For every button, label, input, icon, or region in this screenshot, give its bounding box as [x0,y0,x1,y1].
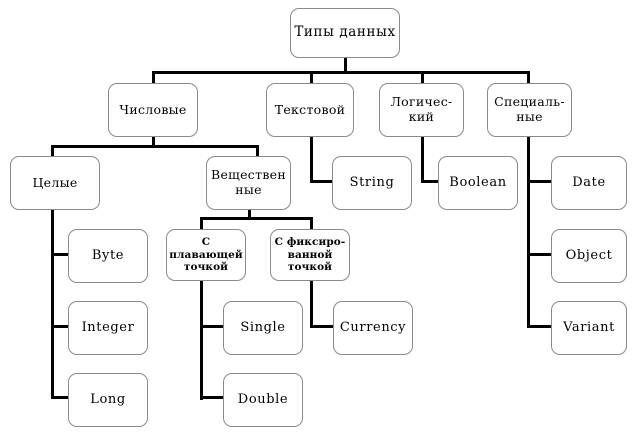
node-label: Byte [91,248,125,264]
connector-text-to-string [310,180,332,183]
node-text[interactable]: Текстовой [266,83,354,137]
node-byte[interactable]: Byte [68,229,148,283]
connector-to-integer-group [51,145,54,157]
node-label: Веществен ные [211,167,286,197]
connector-special-to-variant [527,325,551,328]
node-string[interactable]: String [332,156,412,210]
node-label: Double [237,392,289,408]
connector-real-group-stem [248,209,251,220]
connector-logical-stem [421,136,424,183]
node-label: Object [565,248,613,264]
node-logical[interactable]: Логичес- кий [379,83,464,137]
connector-to-special [527,71,530,84]
connector-text-stem [310,136,313,183]
connector-to-currency [310,325,333,328]
connector-to-text [310,71,313,84]
node-fixed-point[interactable]: С фиксиро- ванной точкой [270,229,350,281]
node-root-data-types[interactable]: Типы данных [290,8,400,58]
connector-root-stem [344,58,347,72]
connector-to-double [200,396,223,399]
node-numeric[interactable]: Числовые [108,83,198,137]
node-single[interactable]: Single [223,301,303,355]
connector-special-trunk [527,136,530,327]
node-label: С фиксиро- ванной точкой [274,236,346,274]
connector-to-real-group [256,145,259,157]
node-boolean[interactable]: Boolean [438,156,518,210]
node-label: String [349,175,395,191]
node-date[interactable]: Date [551,156,627,210]
node-label: Variant [563,320,615,336]
connector-to-single [200,325,223,328]
node-label: Логичес- кий [390,94,453,124]
node-object[interactable]: Object [551,229,627,283]
node-label: С плавающей точкой [169,236,243,274]
connector-logical-to-boolean [421,180,438,183]
node-label: Специаль- ные [494,94,565,124]
node-label: Boolean [449,175,507,191]
connector-to-fixed [310,217,313,229]
node-floating-point[interactable]: С плавающей точкой [166,229,246,281]
node-label: Текстовой [274,101,346,117]
node-label: Числовые [119,101,187,117]
node-real-group[interactable]: Веществен ные [206,156,291,210]
connector-numeric-bus [51,145,259,148]
node-label: Currency [339,320,407,336]
connector-real-group-bus [200,217,313,220]
node-label: Long [90,392,126,408]
node-integer[interactable]: Integer [68,301,148,355]
connector-to-logical [421,71,424,84]
node-label: Типы данных [294,24,396,41]
connector-special-to-object [527,253,551,256]
node-label: Целые [32,174,78,190]
connector-floating-trunk [200,280,203,400]
node-variant[interactable]: Variant [551,301,627,355]
node-label: Single [240,320,286,336]
node-integer-group[interactable]: Целые [10,156,100,210]
connector-level1-bus [152,71,530,74]
node-label: Integer [81,320,135,336]
connector-fixed-trunk [310,280,313,328]
node-currency[interactable]: Currency [333,301,413,355]
node-long[interactable]: Long [68,373,148,427]
node-special[interactable]: Специаль- ные [487,83,572,137]
node-double[interactable]: Double [223,373,303,427]
connector-to-floating [200,217,203,229]
node-label: Date [572,175,606,191]
connector-special-to-date [527,180,551,183]
connector-numeric-stem [152,136,155,148]
connector-to-integer [51,325,68,328]
connector-to-numeric [152,71,155,84]
connector-to-byte [51,253,68,256]
connector-to-long [51,396,68,399]
connector-integer-group-trunk [51,209,54,399]
